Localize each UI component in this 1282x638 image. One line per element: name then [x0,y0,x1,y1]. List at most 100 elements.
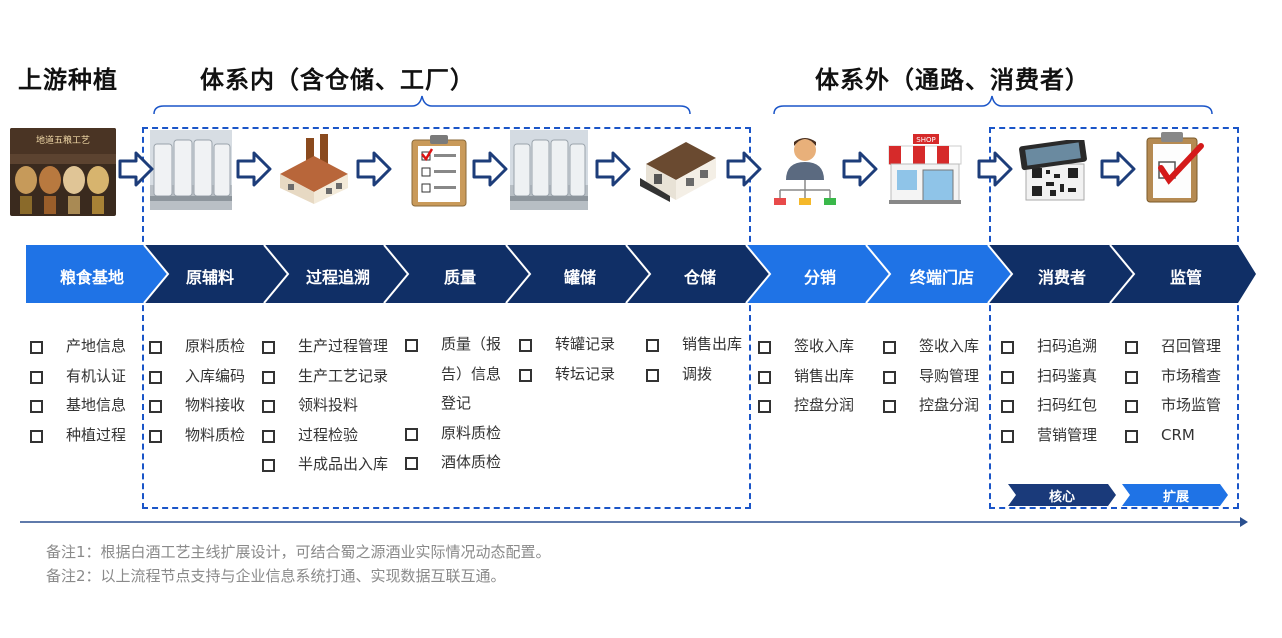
distributor-network-icon [774,138,836,205]
list-item: 转坛记录 [555,364,616,383]
flow-arrow-icon [1100,151,1136,187]
shop-icon: SHOP [888,134,962,204]
checkbox [883,400,896,413]
outside-core-box [989,127,1239,509]
stage-label-store: 终端门店 [909,268,974,287]
core-extend-badges [1008,484,1228,506]
extend-badge [1122,484,1228,506]
extend-badge-label: 扩展 [1162,490,1189,505]
flow-arrow-icon [595,151,631,187]
checkbox [1001,341,1014,354]
checkbox [30,400,43,413]
flow-arrow-icon [842,151,878,187]
list-item: 半成品出入库 [298,455,389,473]
timeline-arrow [20,517,1248,527]
stage-label-warehouse: 仓储 [683,268,716,287]
list-item: 物料接收 [185,396,246,414]
grain-caption: 地道五粮工艺 [35,136,90,146]
warehouse-icon [640,142,716,202]
list-item-continued: 登记 [441,394,472,412]
stage-chevron-base [26,245,168,303]
list-item: 销售出库 [682,335,743,353]
list-item-continued: 告）信息 [441,364,502,383]
checkbox [30,370,43,384]
checkbox [149,370,162,384]
list-item: 入库编码 [185,366,246,385]
list-item: 召回管理 [1161,337,1222,355]
list-item: 市场监管 [1161,396,1222,414]
outside-title: 体系外（通路、消费者） [815,66,1090,94]
checkbox [262,400,275,413]
checkbox [646,368,659,382]
list-item: 质量（报 [441,335,502,353]
checkbox [149,341,162,354]
list-item: 转罐记录 [555,335,616,353]
list-item: 原料质检 [185,337,246,355]
list-item: 签收入库 [919,337,980,355]
list-item: 市场稽查 [1161,366,1222,385]
stage-label-distribution: 分销 [803,268,836,287]
list-item: 产地信息 [66,337,127,355]
steel-tanks-icon-2 [510,130,588,210]
stage-label-raw: 原辅料 [185,268,234,287]
list-item: 生产工艺记录 [298,366,389,385]
list-item: 控盘分润 [919,396,980,414]
list-item: 过程检验 [298,425,359,444]
stage-label-quality: 质量 [443,268,476,287]
checkbox [646,339,659,352]
list-item: 营销管理 [1037,425,1098,444]
checkbox [1125,370,1138,384]
flow-arrow-icon [236,151,272,187]
list-item: 调拨 [682,364,713,383]
checkbox [149,429,162,443]
stage-banner [26,245,1256,303]
stage-chevron-consumer [988,245,1134,303]
stage-chevron-process [264,245,408,303]
list-item: 扫码追溯 [1037,337,1098,355]
shop-sign: SHOP [916,136,935,144]
checkbox [1001,429,1014,443]
stage-chevron-warehouse [626,245,770,303]
upstream-title: 上游种植 [18,66,118,94]
checkbox [262,341,275,354]
list-item: 签收入库 [794,337,855,355]
checkbox [519,339,532,352]
checkbox [30,341,43,354]
checkbox [405,457,418,470]
list-item: 领料投料 [298,396,359,414]
checkbox [262,429,275,443]
core-badge-label: 核心 [1048,490,1075,505]
checkbox [30,429,43,443]
stage-chevron-store [866,245,1012,303]
clipboard-check-icon [1146,132,1204,203]
stage-label-base: 粮食基地 [59,268,124,287]
stage-label-supervision: 监管 [1169,268,1202,287]
note-1: 备注1：根据白酒工艺主线扩展设计，可结合蜀之源酒业实际情况动态配置。 [46,543,551,561]
checkbox [262,459,275,472]
flow-arrow-icon [118,151,154,187]
checkbox [758,370,771,384]
flow-arrow-icon [356,151,392,187]
stage-chevron-distribution [746,245,890,303]
checkbox [149,400,162,413]
list-item: 物料质检 [185,425,246,444]
list-item: 基地信息 [66,396,127,414]
checkbox [758,400,771,413]
stage-chevron-quality [384,245,530,303]
checkbox [405,427,418,441]
checkbox [883,370,896,384]
outside-brace [773,95,1213,115]
checkbox [883,341,896,354]
stage-label-process: 过程追溯 [305,268,370,287]
list-item: 酒体质检 [441,453,502,471]
checkbox [1001,370,1014,384]
stage-chevron-tank [506,245,650,303]
stage-label-tank: 罐储 [563,268,596,287]
list-item: 扫码红包 [1037,396,1098,414]
flow-arrow-icon [472,151,508,187]
list-item: 有机认证 [66,366,127,385]
checkbox [262,370,275,384]
factory-icon [280,134,348,204]
inside-title: 体系内（含仓储、工厂） [200,66,475,94]
qr-scan-phone-icon [1019,140,1087,201]
